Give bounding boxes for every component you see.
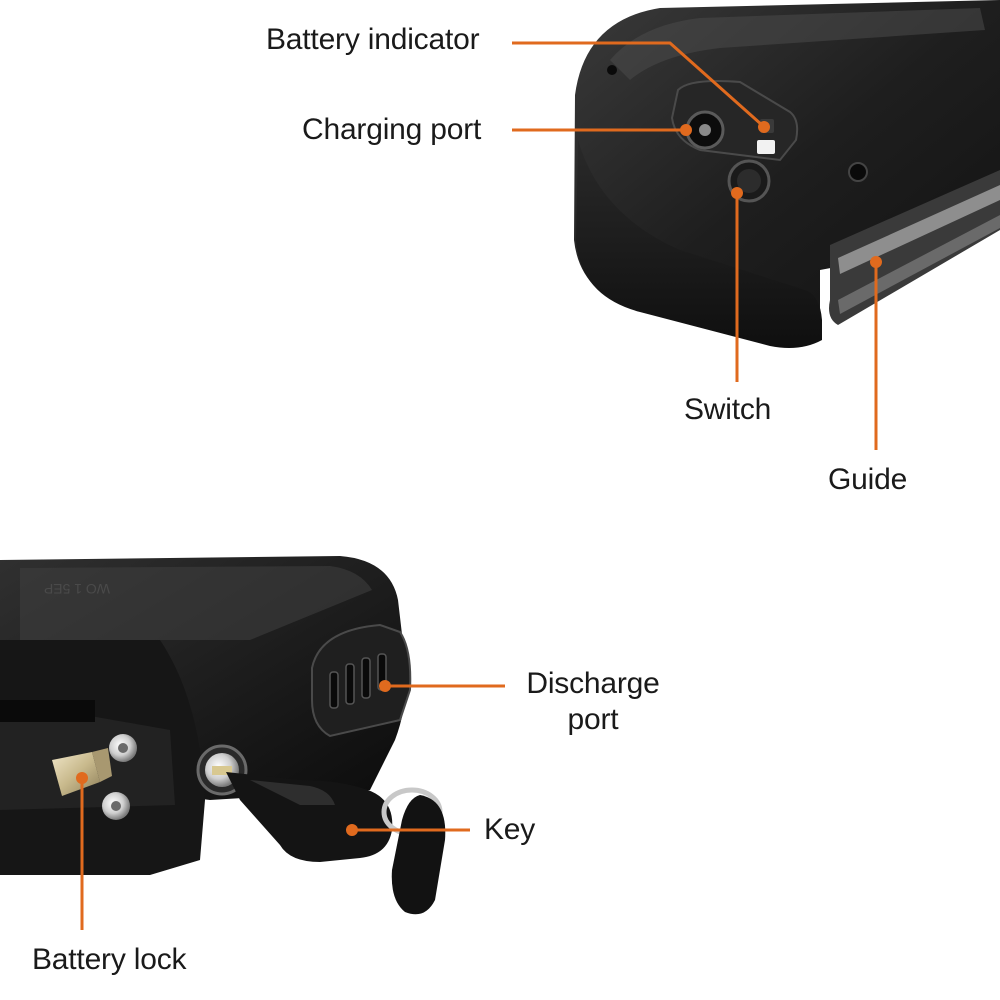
discharge-port-label-line1: Discharge (526, 667, 660, 700)
callout-lines (80, 41, 878, 930)
discharge-port-label: Discharge port (518, 666, 668, 738)
battery-indicator-callout (512, 41, 763, 127)
switch-label: Switch (684, 393, 772, 426)
guide-label: Guide (828, 463, 908, 496)
battery-lock-label: Battery lock (32, 943, 187, 976)
key (226, 772, 446, 915)
top-battery-body (574, 0, 1000, 348)
battery-indicator-led (757, 140, 775, 154)
bottom-battery-body: WO 1 5EP (0, 556, 412, 875)
battery-indicator-label: Battery indicator (266, 23, 480, 56)
battery-lock-bolt (52, 752, 100, 796)
svg-text:WO 1 5EP: WO 1 5EP (44, 581, 110, 597)
callout-dots (76, 121, 882, 836)
discharge-port-label-line2: port (567, 703, 619, 736)
discharge-port-panel (311, 623, 412, 738)
charging-port-label: Charging port (302, 113, 482, 146)
key-label: Key (484, 813, 536, 846)
